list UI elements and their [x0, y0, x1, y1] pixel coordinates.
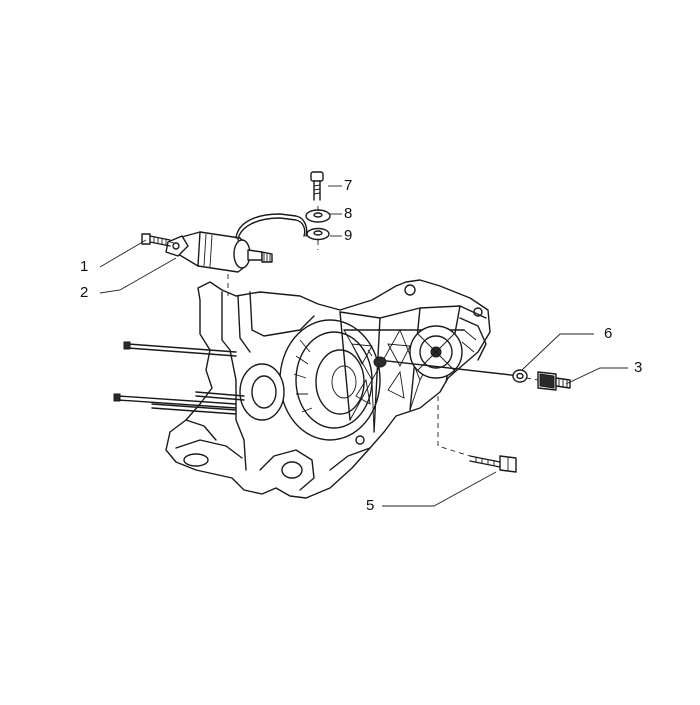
- leader-lines: [99, 185, 628, 507]
- crankcase: [165, 279, 521, 499]
- assembly-lines: [169, 206, 539, 457]
- bolt-part-5: [469, 455, 517, 473]
- bolt-part-7: [310, 171, 324, 201]
- callout-5: 5: [366, 497, 375, 514]
- callout-7: 7: [344, 177, 353, 194]
- starter-motor: [165, 213, 308, 273]
- callout-8: 8: [344, 205, 353, 222]
- washer-part-9: [306, 227, 330, 241]
- spacer-part-6: [512, 369, 528, 383]
- callout-9: 9: [344, 227, 353, 244]
- washer-part-8: [305, 209, 331, 223]
- bolt-part-1: [141, 233, 171, 247]
- callout-2: 2: [80, 284, 89, 301]
- callout-3: 3: [634, 359, 643, 376]
- cylinder-studs: [113, 341, 245, 415]
- callout-6: 6: [604, 325, 613, 342]
- callout-1: 1: [80, 258, 89, 275]
- sensor-part-3: [537, 371, 571, 391]
